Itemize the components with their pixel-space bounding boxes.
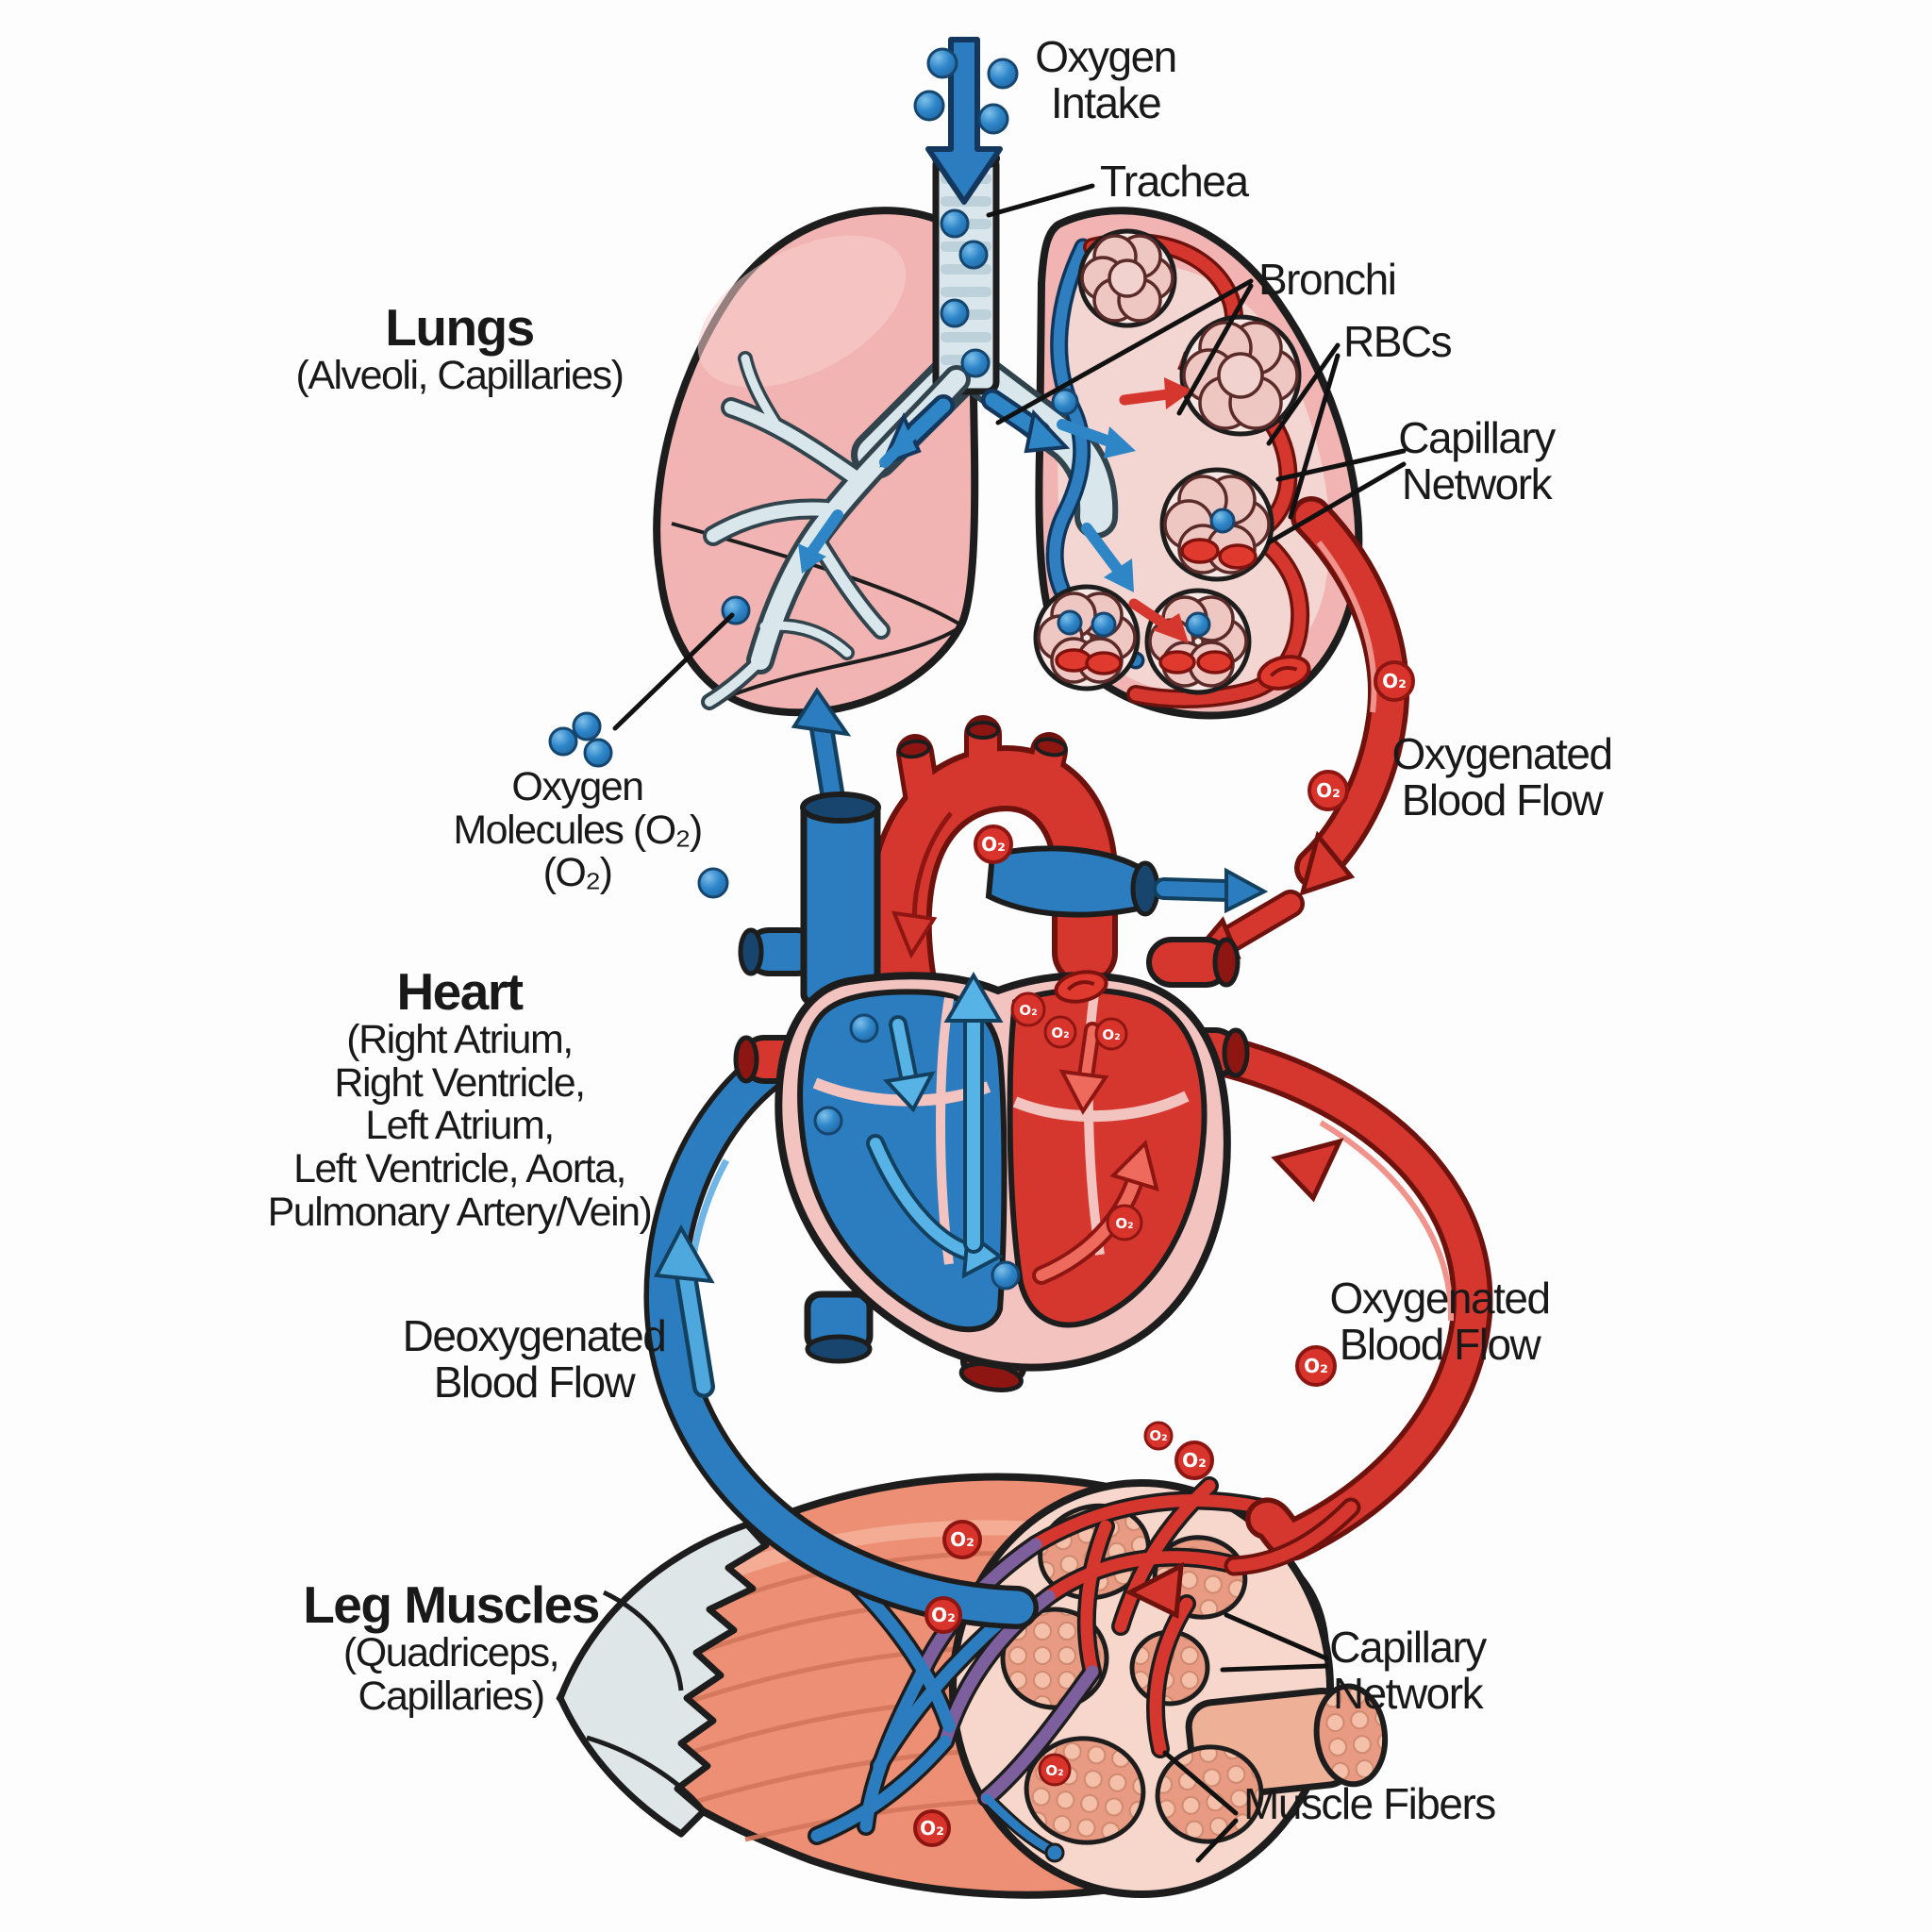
svg-text:O₂: O₂ [920, 1817, 944, 1840]
heart-flow-arrows [866, 972, 1159, 1285]
svg-text:O₂: O₂ [1304, 1355, 1328, 1377]
tendon [557, 1521, 770, 1838]
pulmonary-artery [985, 845, 1269, 918]
svg-text:O₂: O₂ [1382, 670, 1407, 692]
svg-text:O₂: O₂ [1316, 779, 1341, 802]
label-oxygenated-blood-flow-upper: Oxygenated Blood Flow [1391, 729, 1613, 824]
oxygen-intake-arrow [925, 37, 1003, 205]
label-capillary-network-bottom: Capillary Network [1329, 1623, 1487, 1718]
oxygenated-artery-heart-to-muscle [1198, 1034, 1493, 1576]
label-capillary-network-top: Capillary Network [1398, 413, 1556, 508]
svg-text:O₂: O₂ [1045, 1762, 1063, 1779]
svg-text:O₂: O₂ [1115, 1215, 1133, 1232]
o2-badge: O₂ [1094, 1017, 1128, 1051]
svg-text:O₂: O₂ [1182, 1449, 1207, 1472]
muscle-cross-section [949, 1479, 1389, 1898]
aorta [865, 715, 1118, 1014]
o2-badge: O₂ [1143, 1421, 1174, 1451]
o2-badge: O₂ [1307, 770, 1349, 811]
o2-badge: O₂ [1043, 1015, 1077, 1049]
label-trachea: Trachea [1100, 157, 1249, 206]
muscle-capillary-network [808, 1476, 1272, 1863]
o2-badge: O₂ [1174, 1441, 1214, 1480]
rbc-cells [1055, 538, 1311, 691]
label-oxygenated-blood-flow-lower: Oxygenated Blood Flow [1329, 1274, 1551, 1369]
o2-badges: O₂ O₂ O₂ O₂ O₂ O₂ O₂ O₂ O₂ O₂ O₂ O₂ O₂ O… [913, 660, 1415, 1847]
label-muscle-fibers: Muscle Fibers [1243, 1779, 1496, 1828]
o2-badge: O₂ [942, 1520, 982, 1559]
svg-text:O₂: O₂ [950, 1528, 974, 1551]
o2-badge: O₂ [924, 1596, 962, 1634]
o2-badge: O₂ [913, 1809, 951, 1847]
label-oxygen-molecules: Oxygen Molecules (O₂) (O₂) [453, 764, 703, 896]
label-deoxygenated-blood-flow: Deoxygenated Blood Flow [402, 1311, 667, 1407]
oxygen-molecules [548, 47, 1236, 1291]
svg-text:O₂: O₂ [1051, 1024, 1069, 1041]
label-bronchi: Bronchi [1258, 255, 1397, 304]
svg-text:O₂: O₂ [1149, 1427, 1167, 1444]
o2-badge: O₂ [1295, 1345, 1337, 1387]
svg-text:O₂: O₂ [981, 833, 1006, 856]
leader-lines [612, 183, 1407, 1863]
svg-text:O₂: O₂ [1019, 1002, 1037, 1019]
label-rbcs: RBCs [1343, 317, 1453, 366]
o2-badge: O₂ [1010, 991, 1046, 1027]
label-oxygen-intake: Oxygen Intake [1035, 32, 1177, 127]
heart-illustration [733, 687, 1269, 1393]
leg-muscle-illustration [556, 1473, 1389, 1899]
o2-badge: O₂ [1374, 660, 1415, 702]
o2-badge: O₂ [1038, 1753, 1072, 1787]
svg-text:O₂: O₂ [931, 1604, 956, 1626]
o2-badge: O₂ [1106, 1204, 1143, 1241]
label-heart: Heart (Right Atrium, Right Ventricle, Le… [267, 962, 653, 1235]
label-lungs: Lungs (Alveoli, Capillaries) [295, 298, 625, 399]
lungs-illustration [653, 37, 1363, 720]
label-leg-muscles: Leg Muscles (Quadriceps, Capillaries) [303, 1575, 600, 1719]
svg-text:O₂: O₂ [1102, 1026, 1120, 1043]
o2-badge: O₂ [974, 824, 1013, 864]
deoxygenated-vein-muscle-to-heart [643, 1042, 1039, 1629]
lung-flow-arrows [798, 377, 1192, 643]
